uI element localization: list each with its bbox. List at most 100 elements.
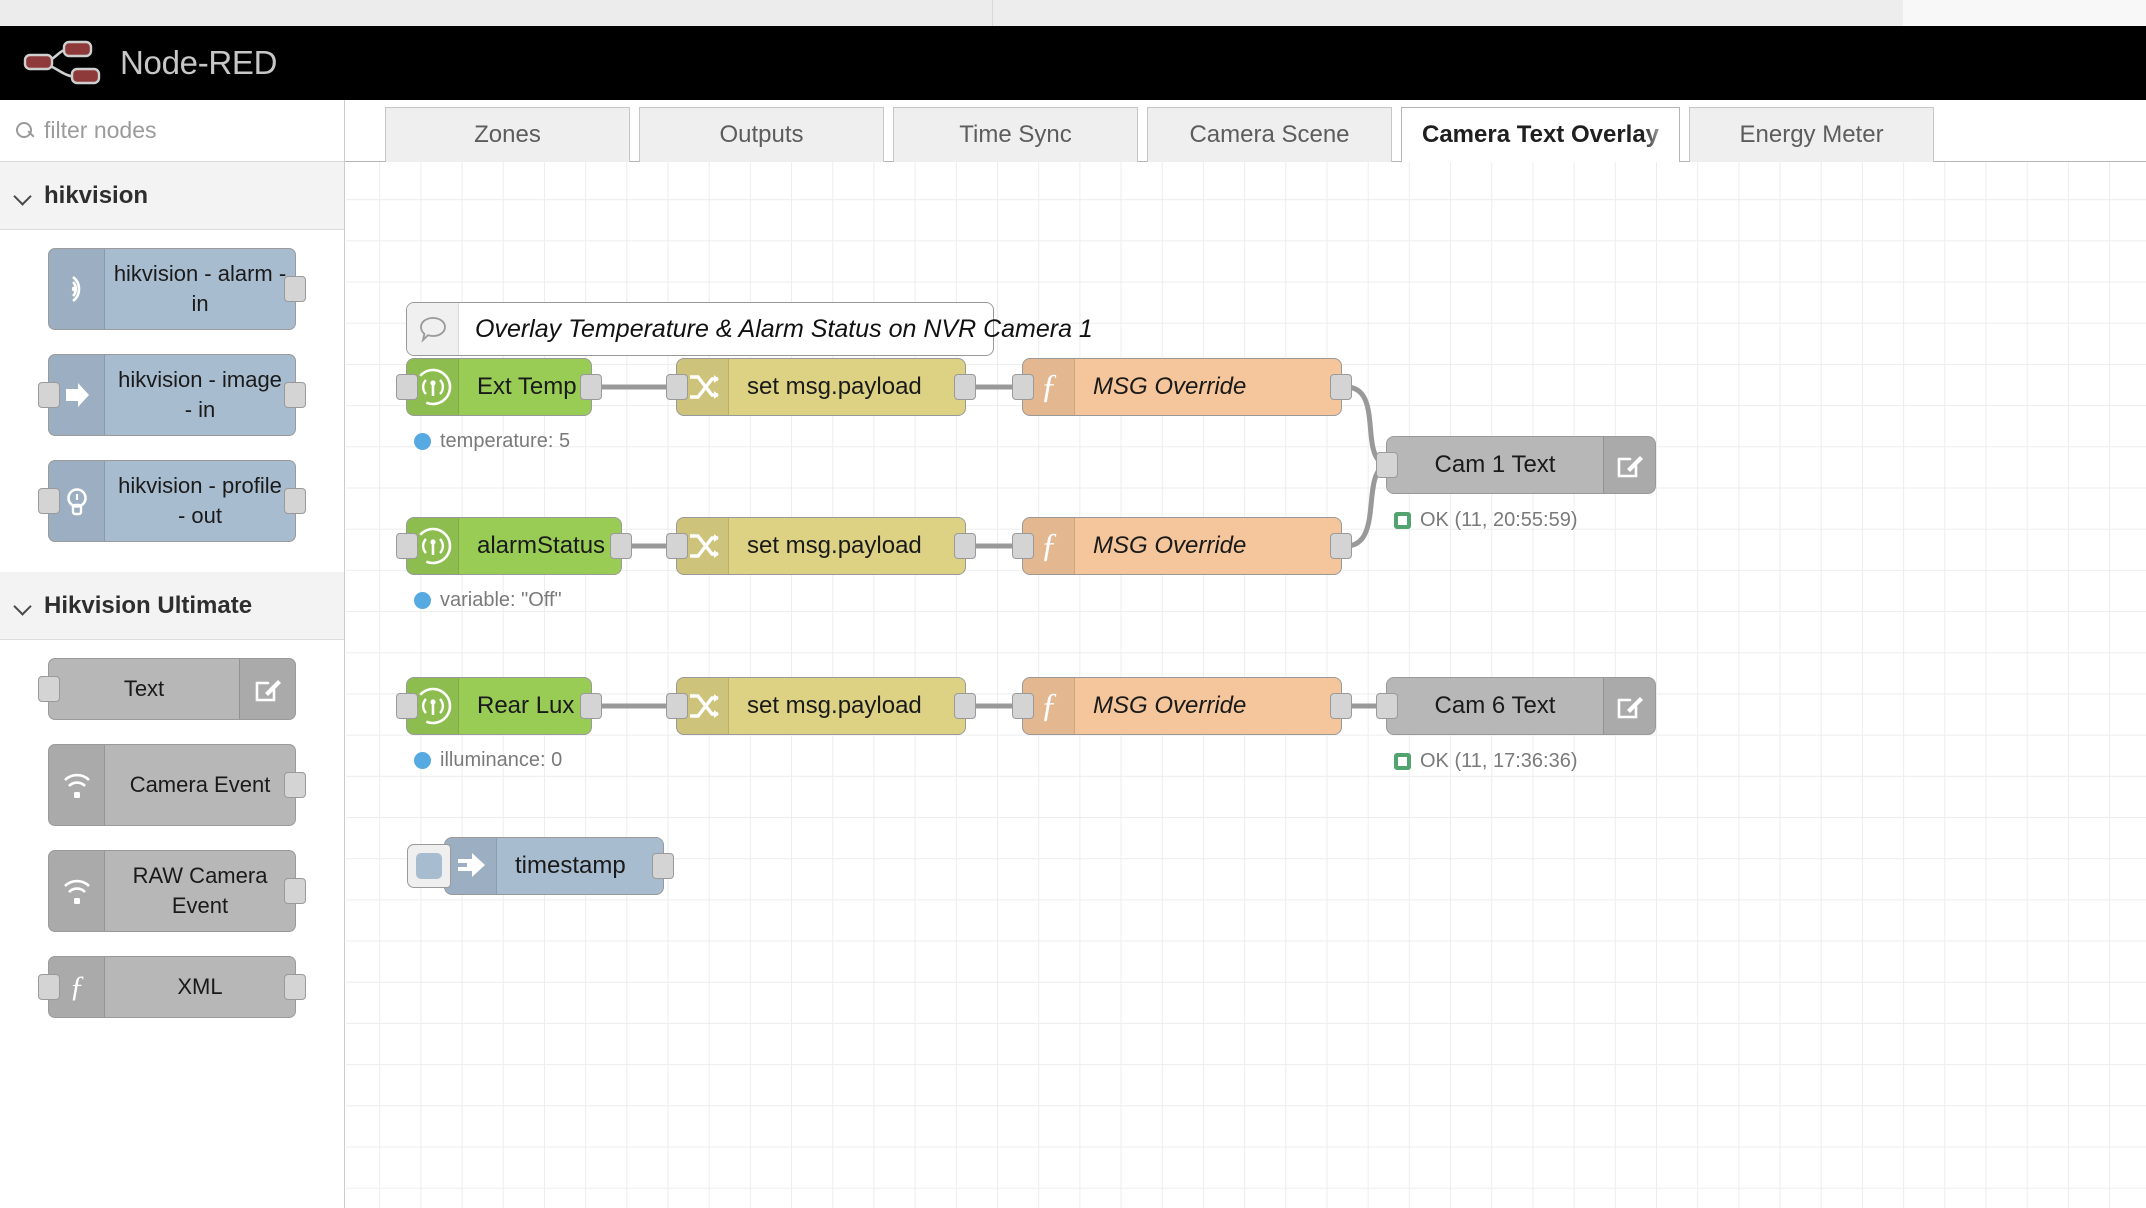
input-port[interactable] [1012,693,1034,719]
output-port[interactable] [284,974,306,1000]
status-alarm-status: variable: "Off" [414,589,562,612]
output-port[interactable] [284,276,306,302]
input-port[interactable] [1376,693,1398,719]
input-port[interactable] [1012,374,1034,400]
node-function-3[interactable]: ƒ MSG Override [1012,677,1352,735]
output-port[interactable] [284,772,306,798]
node-cam-6-text[interactable]: Cam 6 Text [1376,677,1656,735]
node-cam-1-text[interactable]: Cam 1 Text [1376,436,1656,494]
output-port[interactable] [580,693,602,719]
palette-node-raw-camera-event[interactable]: RAW Camera Event [48,850,306,932]
input-port[interactable] [666,533,688,559]
input-port[interactable] [38,974,60,1000]
tab-camera-text-overlay[interactable]: Camera Text Overlay [1401,107,1681,162]
output-port[interactable] [284,382,306,408]
status-ring-icon [1394,512,1411,529]
palette-node-label: RAW Camera Event [132,863,268,918]
status-dot-icon [414,592,431,609]
palette-node-label: hikvision - alarm - in [113,261,287,316]
status-ring-icon [1394,753,1411,770]
node-function-1[interactable]: ƒ MSG Override [1012,358,1352,416]
flow-tab-bar: Zones Outputs Time Sync Camera Scene Cam… [345,100,2146,162]
palette-category-hikvision[interactable]: hikvision [0,162,344,230]
node-change-1[interactable]: set msg.payload [666,358,976,416]
input-port[interactable] [666,693,688,719]
inject-trigger-button[interactable] [407,844,451,888]
node-change-2[interactable]: set msg.payload [666,517,976,575]
flow-canvas[interactable]: Overlay Temperature & Alarm Status on NV… [346,162,2146,1208]
input-port[interactable] [396,533,418,559]
output-port[interactable] [580,374,602,400]
top-strip-segment-right [1903,0,2146,26]
svg-text:ƒ: ƒ [1040,368,1057,405]
chevron-down-icon [10,183,36,209]
node-alarm-status[interactable]: alarmStatus [396,517,632,575]
output-port[interactable] [1330,693,1352,719]
top-strip-segment-mid [993,0,1903,26]
tab-zones[interactable]: Zones [385,107,630,162]
palette-filter-row[interactable] [0,100,344,162]
output-port[interactable] [284,878,306,904]
svg-text:ƒ: ƒ [1040,527,1057,564]
tab-camera-scene[interactable]: Camera Scene [1147,107,1392,162]
status-ext-temp: temperature: 5 [414,430,570,453]
palette-node-hikvision-image-in[interactable]: hikvision - image - in [38,354,306,436]
node-label: set msg.payload [747,532,922,559]
input-port[interactable] [396,693,418,719]
inject-button-pad [416,853,442,879]
output-port[interactable] [610,533,632,559]
input-port[interactable] [38,676,60,702]
output-port[interactable] [1330,374,1352,400]
palette-node-xml[interactable]: ƒ XML [38,956,306,1018]
status-rear-lux: illuminance: 0 [414,749,562,772]
comment-node[interactable]: Overlay Temperature & Alarm Status on NV… [406,302,1093,356]
node-red-logo-icon [22,40,114,86]
tab-time-sync[interactable]: Time Sync [893,107,1138,162]
palette-node-text[interactable]: Text [38,658,296,720]
input-port[interactable] [396,374,418,400]
input-port[interactable] [1376,452,1398,478]
search-input[interactable] [44,117,304,144]
broadcast-icon [49,249,105,329]
palette-node-hikvision-profile-out[interactable]: hikvision - profile - out [38,460,306,542]
tab-outputs[interactable]: Outputs [639,107,884,162]
node-change-3[interactable]: set msg.payload [666,677,976,735]
palette-category-label: hikvision [44,181,149,209]
input-port[interactable] [38,382,60,408]
app-header: Node-RED [0,26,2146,100]
palette-category-body-ultimate: Text Camera Event [0,640,344,1048]
comment-text: Overlay Temperature & Alarm Status on NV… [475,314,1093,343]
output-port[interactable] [284,488,306,514]
node-function-2[interactable]: ƒ MSG Override [1012,517,1352,575]
wifi-icon [49,851,105,931]
node-label: MSG Override [1093,532,1247,559]
palette-node-label: hikvision - profile - out [118,473,282,528]
palette-category-hikvision-ultimate[interactable]: Hikvision Ultimate [0,572,344,640]
output-port[interactable] [954,374,976,400]
inject-arrow-icon [445,838,497,894]
tab-energy-meter[interactable]: Energy Meter [1689,107,1935,162]
function-icon: ƒ [1023,678,1075,734]
node-label: set msg.payload [747,692,922,719]
palette-node-hikvision-alarm-in[interactable]: hikvision - alarm - in [48,248,306,330]
edit-pencil-icon[interactable] [239,659,295,719]
wifi-icon [49,745,105,825]
palette-node-camera-event[interactable]: Camera Event [48,744,306,826]
palette-node-label: Text [123,676,165,702]
input-port[interactable] [666,374,688,400]
output-port[interactable] [954,693,976,719]
output-port[interactable] [954,533,976,559]
edit-pencil-icon[interactable] [1603,678,1655,734]
node-label: Ext Temp [477,373,577,400]
edit-pencil-icon[interactable] [1603,437,1655,493]
output-port[interactable] [1330,533,1352,559]
node-ext-temp[interactable]: Ext Temp [396,358,602,416]
node-rear-lux[interactable]: Rear Lux [396,677,602,735]
browser-top-strip [0,0,2146,26]
status-text: OK (11, 17:36:36) [1420,750,1578,772]
svg-text:ƒ: ƒ [69,970,84,1003]
input-port[interactable] [38,488,60,514]
node-timestamp-inject[interactable]: timestamp [407,837,674,895]
input-port[interactable] [1012,533,1034,559]
output-port[interactable] [652,853,674,879]
